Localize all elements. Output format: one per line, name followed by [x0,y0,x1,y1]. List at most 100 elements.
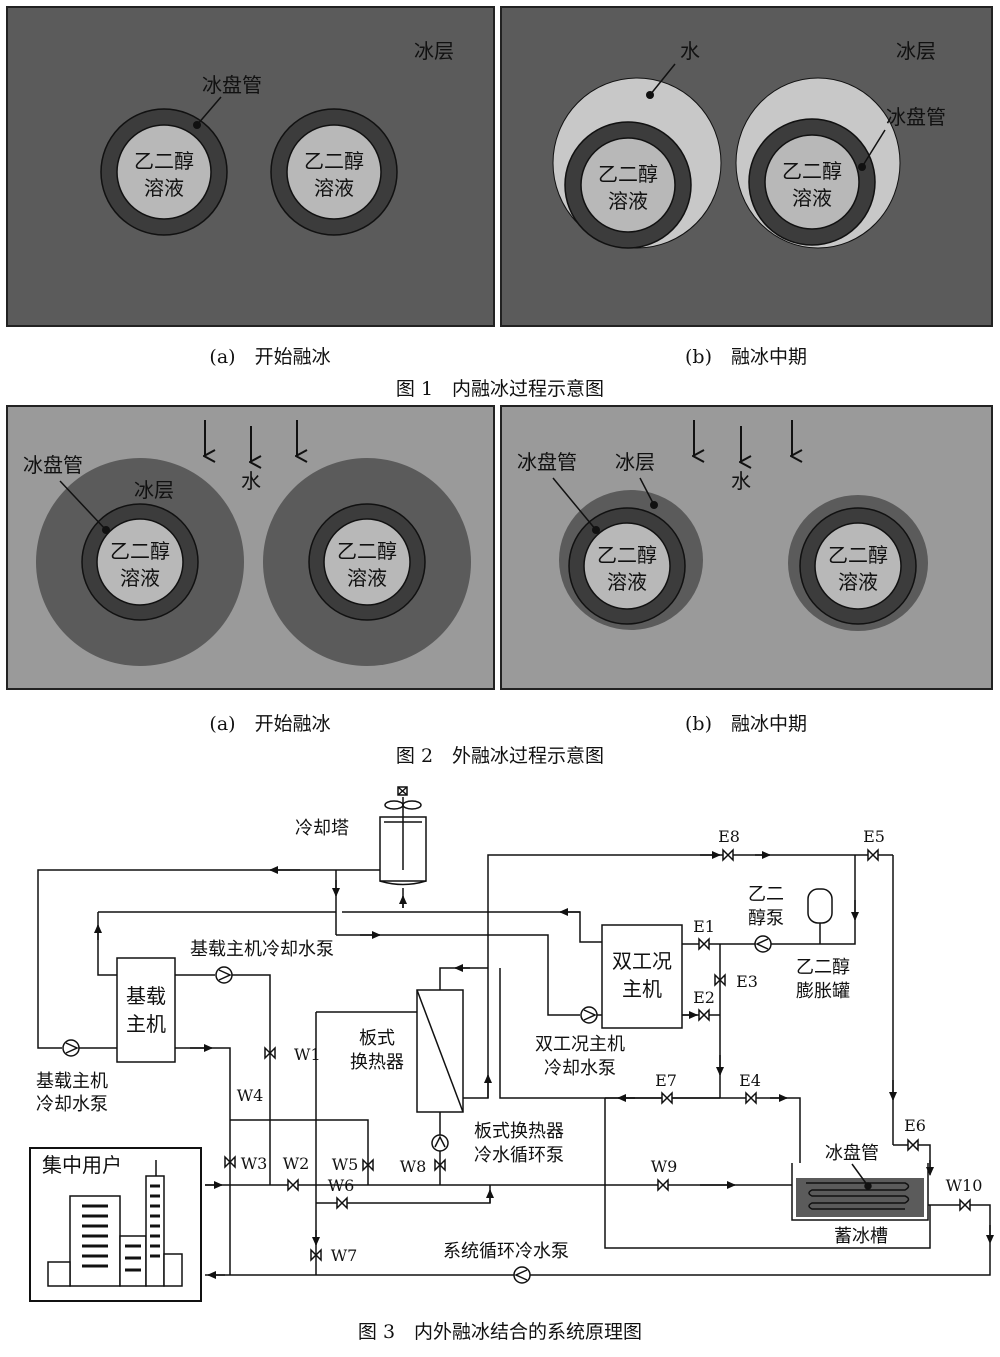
plate-pump-label-2: 冷水循环泵 [474,1145,564,1166]
system-pump-label: 系统循环冷水泵 [443,1241,569,1262]
glycol-tank-label-2: 膨胀罐 [796,981,850,1002]
fig1b-glycol-label-2: 溶液 [608,189,648,213]
valve-w5[interactable] [362,1158,374,1172]
central-users-label: 集中用户 [42,1153,122,1177]
fig1a-glycol-label-1: 乙二醇 [134,149,194,173]
valve-label-w3: W3 [241,1154,268,1173]
glycol-pump-label-2: 醇泵 [748,908,784,929]
cooling-tower [379,786,427,886]
fig1b-ice-tube-label: 冰盘管 [886,105,946,129]
fig2a-water-label: 水 [241,469,261,493]
valve-w9[interactable] [657,1178,669,1192]
figure-1: 冰盘管 冰层 乙二醇 溶液 乙二醇 溶液 水 冰层 冰盘管 乙二醇 溶液 乙二醇 [6,6,993,400]
base-cooling-pump-label-2: 冷却水泵 [36,1094,108,1115]
fig1-caption-b: (b) 融冰中期 [685,346,807,368]
fig2-title: 图 2 外融冰过程示意图 [396,745,604,767]
valve-label-w10: W10 [946,1176,983,1195]
fig1-caption-a: (a) 开始融冰 [209,346,330,368]
fig1b-glycol-label-4: 溶液 [792,186,832,210]
fig2-panel-a: 水 冰盘管 冰层 乙二醇 溶液 乙二醇 溶液 [6,405,495,690]
valve-label-e2: E2 [693,988,715,1007]
base-chiller-label-1: 基载 [126,984,166,1008]
fig1a-glycol-label-3: 乙二醇 [304,149,364,173]
valve-e2[interactable] [698,1008,710,1022]
valve-label-e7: E7 [655,1071,677,1090]
fig2b-glycol-label-1: 乙二醇 [597,543,657,567]
fig1b-water-label: 水 [680,39,700,63]
valve-label-w1: W1 [294,1045,321,1064]
fig1-title: 图 1 内融冰过程示意图 [396,378,604,400]
fig2a-glycol-label-1: 乙二醇 [110,539,170,563]
fig1a-glycol-label-2: 溶液 [144,176,184,200]
dual-chiller-label-2: 主机 [622,977,662,1001]
glycol-tank-label-1: 乙二醇 [796,957,850,978]
valve-label-e8: E8 [718,827,740,846]
valve-w2[interactable] [287,1178,299,1192]
fig1a-ice-layer-label: 冰层 [414,39,454,63]
fig2a-glycol-label-2: 溶液 [120,566,160,590]
fig2b-glycol-label-2: 溶液 [607,570,647,594]
plate-pump-label-1: 板式换热器 [474,1121,564,1142]
fig2a-glycol-label-3: 乙二醇 [337,539,397,563]
fig2b-water-label: 水 [731,469,751,493]
figure-3: 冷却塔 基载 主机 基载主机冷却水泵 基载主机 冷却水泵 W1 [29,786,994,1343]
cooling-tower-label: 冷却塔 [295,818,349,839]
fig2b-ice-tube-label: 冰盘管 [517,450,577,474]
plate-hx-label-2: 换热器 [350,1052,404,1073]
fig1a-ice-tube-label: 冰盘管 [202,73,262,97]
dual-cooling-pump-label-2: 冷却水泵 [544,1058,616,1079]
valve-e8[interactable] [722,848,734,862]
valve-label-w6: W6 [328,1176,355,1195]
valve-w6[interactable] [336,1196,348,1210]
valve-label-w4: W4 [237,1086,264,1105]
fig1b-ice-layer-label: 冰层 [896,39,936,63]
valve-label-e6: E6 [904,1116,926,1135]
valve-label-w2: W2 [283,1154,310,1173]
valve-label-e3: E3 [736,972,758,991]
dual-chiller-label-1: 双工况 [612,949,672,973]
valve-label-e4: E4 [739,1071,761,1090]
ice-coil-label: 冰盘管 [825,1143,879,1164]
ice-storage-tank [791,1163,929,1221]
dual-cooling-pump-label-1: 双工况主机 [535,1034,625,1055]
valve-e5[interactable] [867,848,879,862]
valve-e3[interactable] [714,973,726,987]
fig2b-ice-layer-label: 冰层 [615,450,655,474]
valve-w8[interactable] [434,1158,446,1172]
plate-hx-label-1: 板式 [359,1028,395,1049]
valve-w3[interactable] [224,1155,236,1169]
valve-e7[interactable] [661,1091,673,1105]
valve-label-w9: W9 [651,1157,678,1176]
valve-label-w7: W7 [331,1246,358,1265]
fig2a-ice-layer-label: 冰层 [134,478,174,502]
valve-w1[interactable] [264,1046,276,1060]
valve-e6[interactable] [907,1138,919,1152]
valve-label-w8: W8 [400,1157,427,1176]
valve-w10[interactable] [959,1198,971,1212]
central-users-box [29,1147,202,1302]
valve-label-e1: E1 [693,917,715,936]
fig2a-glycol-label-4: 溶液 [347,566,387,590]
ice-tank-label: 蓄冰槽 [834,1226,888,1247]
valve-w7[interactable] [310,1248,322,1262]
fig2-caption-b: (b) 融冰中期 [685,713,807,735]
fig2a-ice-tube-label: 冰盘管 [23,453,83,477]
fig1b-glycol-label-3: 乙二醇 [782,159,842,183]
valve-e4[interactable] [745,1091,757,1105]
base-cooling-pump-label-1: 基载主机 [36,1071,108,1092]
figure-2: 水 冰盘管 冰层 乙二醇 溶液 乙二醇 溶液 水 冰盘管 冰层 [6,405,993,767]
fig1-panel-b: 水 冰层 冰盘管 乙二醇 溶液 乙二醇 溶液 [500,6,993,327]
fig2b-glycol-label-3: 乙二醇 [828,543,888,567]
valve-label-w5: W5 [332,1155,359,1174]
fig2-caption-a: (a) 开始融冰 [209,713,330,735]
glycol-pump-label-1: 乙二 [748,884,784,905]
base-chiller-label-2: 主机 [126,1012,166,1036]
fig2-panel-b: 水 冰盘管 冰层 乙二醇 溶液 乙二醇 溶液 [500,405,993,690]
fig1a-glycol-label-4: 溶液 [314,176,354,200]
fig1-panel-a: 冰盘管 冰层 乙二醇 溶液 乙二醇 溶液 [6,6,495,327]
fig1b-glycol-label-1: 乙二醇 [598,162,658,186]
fig2b-glycol-label-4: 溶液 [838,570,878,594]
valve-e1[interactable] [698,937,710,951]
fig3-title: 图 3 内外融冰结合的系统原理图 [358,1321,642,1343]
